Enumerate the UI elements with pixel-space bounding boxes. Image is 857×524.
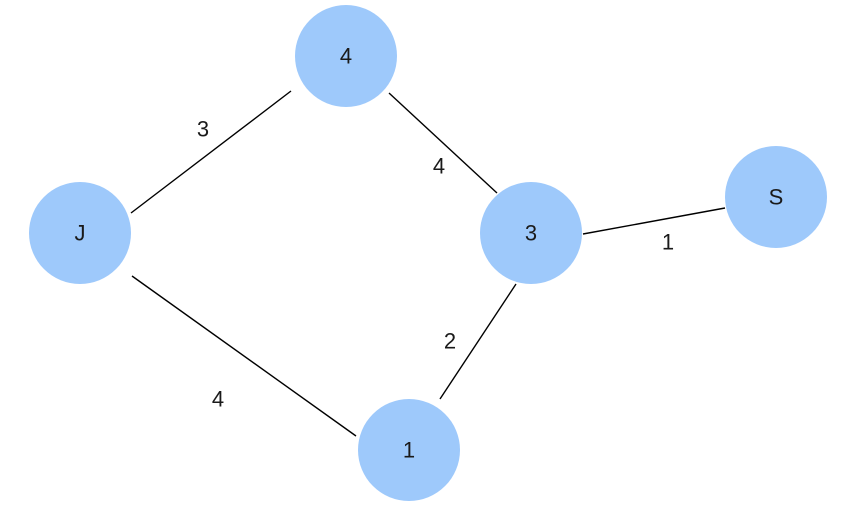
edge-labels-layer: 3 4 1 4 2 [197,117,674,412]
node-circle [480,182,582,284]
edge-nJ-n1 [131,275,357,437]
node-nS: S [725,146,827,248]
edge-weight-label: 4 [433,154,445,179]
node-label: S [769,185,784,210]
edge-weight-label: 3 [197,117,209,142]
node-label: 4 [340,44,352,69]
node-n3: 3 [480,182,582,284]
node-n1: 1 [358,399,460,501]
edge-weight-label: 4 [212,387,224,412]
node-label: J [75,221,86,246]
edge-nJ-n4 [130,90,292,214]
edge-weight-label: 1 [662,230,674,255]
node-circle [295,5,397,107]
edge-n3-nS [582,207,726,235]
node-label: 1 [403,438,415,463]
edges-layer [130,90,726,437]
edge-n4-n3 [388,92,498,194]
node-circle [725,146,827,248]
edge-weight-label: 2 [444,329,456,354]
edge-n1-n3 [439,283,517,400]
node-nJ: J [29,182,131,284]
node-circle [29,182,131,284]
node-label: 3 [525,221,537,246]
node-n4: 4 [295,5,397,107]
node-circle [358,399,460,501]
